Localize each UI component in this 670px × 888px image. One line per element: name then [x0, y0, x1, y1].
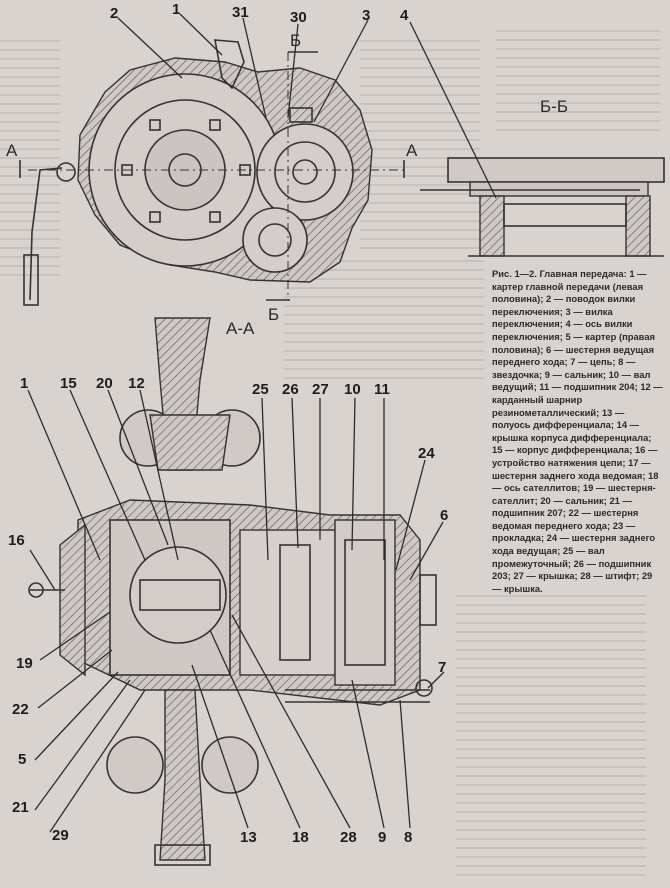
- figure-caption: Рис. 1—2. Главная передача: 1 — картер г…: [492, 268, 663, 594]
- callout-number: 9: [378, 829, 386, 846]
- section-mark-a-right: А: [406, 141, 418, 160]
- background-text-column: [496, 30, 660, 135]
- callout-number: 22: [12, 701, 29, 718]
- callout-number: 8: [404, 829, 412, 846]
- callout-number: 24: [418, 445, 435, 462]
- background-text-column: [360, 40, 480, 255]
- callout-number: 16: [8, 532, 25, 549]
- section-mark-a-left: А: [6, 141, 18, 160]
- callout-number: 2: [110, 5, 118, 22]
- section-bb-title: Б-Б: [540, 97, 568, 116]
- callout-number: 13: [240, 829, 257, 846]
- callout-number: 19: [16, 655, 33, 672]
- callout-number: 27: [312, 381, 329, 398]
- section-aa-view: [27, 317, 445, 866]
- callout-number: 28: [340, 829, 357, 846]
- background-text-column: [284, 260, 484, 380]
- callout-number: 21: [12, 799, 29, 816]
- callout-number: 5: [18, 751, 26, 768]
- callout-number: 30: [290, 9, 307, 26]
- top-view: [19, 13, 405, 306]
- callout-number: 3: [362, 7, 370, 24]
- callout-number: 1: [172, 1, 180, 18]
- section-aa-title: А-А: [226, 319, 255, 338]
- callout-number: 26: [282, 381, 299, 398]
- callout-number: 11: [374, 381, 390, 398]
- callout-number: 15: [60, 375, 77, 392]
- callout-number: 20: [96, 375, 113, 392]
- callout-number: 12: [128, 375, 145, 392]
- section-mark-b-top: Б: [290, 31, 301, 50]
- callout-number: 4: [400, 7, 409, 24]
- callout-number: 31: [232, 4, 249, 21]
- section-bb-view: [409, 21, 665, 257]
- callout-number: 7: [438, 659, 446, 676]
- callout-number: 6: [440, 507, 448, 524]
- callout-number: 1: [20, 375, 28, 392]
- callout-number: 25: [252, 381, 269, 398]
- callout-number: 29: [52, 827, 69, 844]
- background-text-column: [0, 40, 60, 280]
- background-text-column: [456, 595, 646, 880]
- section-mark-b-bottom: Б: [268, 305, 279, 324]
- callout-number: 10: [344, 381, 361, 398]
- callout-number: 18: [292, 829, 309, 846]
